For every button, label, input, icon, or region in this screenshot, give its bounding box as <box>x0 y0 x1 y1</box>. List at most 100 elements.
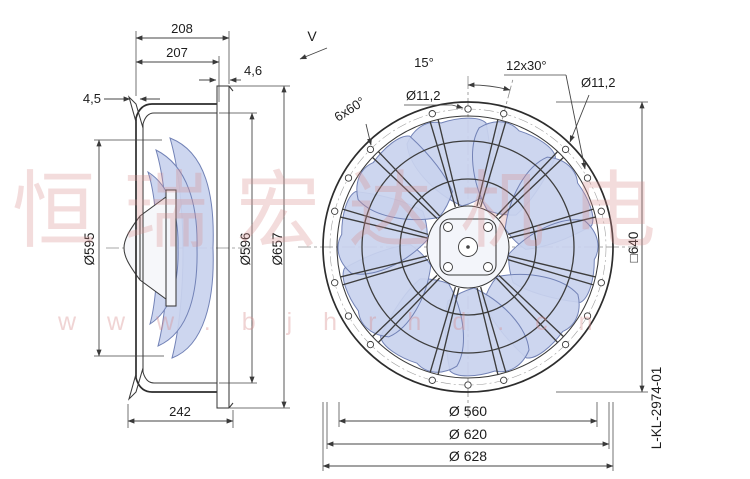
angle-arc-15deg <box>467 82 511 91</box>
dim-dia112-right-label: Ø11,2 <box>581 75 615 90</box>
casing-side <box>127 85 234 409</box>
dim-242-label: 242 <box>169 404 191 419</box>
guard-spoke <box>372 274 438 338</box>
guard-spoke <box>479 286 507 373</box>
drawing-number: L-KL-2974-01 <box>649 367 664 450</box>
dim-628-label: Ø 628 <box>449 448 487 464</box>
watermark-url-text: www.bjhrhd.cn <box>57 308 624 336</box>
hub-front <box>426 205 510 289</box>
flange-bolt-hole <box>597 207 605 215</box>
ext-620 <box>326 402 610 449</box>
dim-596-label: Ø596 <box>238 232 253 265</box>
watermark: 恒瑞宏达机电 www.bjhrhd.cn <box>12 164 684 336</box>
mounting-plate-side <box>216 85 230 409</box>
guard-spoke <box>429 121 457 208</box>
leader-6x60 <box>365 123 373 146</box>
side-view: 208 207 4,6 4,5 Ø595 Ø596 Ø657 242 <box>82 21 290 428</box>
guard-spoke <box>372 156 438 220</box>
dim-6x60-label: 6x60° <box>331 94 367 125</box>
guard-spoke <box>340 216 428 239</box>
hub-plate <box>165 189 177 307</box>
flange-hole-pattern <box>331 105 605 389</box>
flange-bolt-hole <box>464 381 472 389</box>
flange-bolt-hole <box>331 207 339 215</box>
hub-screw-hole <box>483 222 493 232</box>
flange-bolt-hole <box>428 376 436 384</box>
flange-bolt-hole <box>344 312 353 320</box>
dim-560-label: Ø 560 <box>449 403 487 419</box>
guard-spoke <box>377 151 441 217</box>
dim-595-label: Ø595 <box>82 232 97 265</box>
guard-spoke <box>498 156 564 220</box>
guard-spoke <box>479 121 507 208</box>
dim-12x30-label: 12x30° <box>506 58 547 73</box>
guard-spoke <box>495 151 559 217</box>
flange-bolt-hole <box>500 376 508 384</box>
dim-620-label: Ø 620 <box>449 426 487 442</box>
dim-dia112-top-label: Ø11,2 <box>406 88 440 103</box>
flange-bolt-hole <box>561 145 570 154</box>
dim-657-label: Ø657 <box>270 232 285 265</box>
dim-640-label: □640 <box>626 232 641 263</box>
guard-spoke <box>437 287 460 375</box>
dim-46-label: 4,6 <box>244 63 262 78</box>
guard-spoke <box>429 286 457 373</box>
guard-spoke <box>340 255 428 278</box>
guard-spoke <box>498 274 564 338</box>
hub-screw-hole <box>443 222 453 232</box>
inlet-flare-bottom <box>127 367 144 401</box>
flange-bolt-hole <box>366 340 375 349</box>
flange-bolt-hole <box>344 174 353 182</box>
hub-screw-hole <box>443 262 453 272</box>
dim-207-label: 207 <box>166 45 188 60</box>
casing-inner-contour <box>142 112 217 384</box>
leader-12x30 <box>565 74 587 170</box>
hub-screw-hole <box>483 262 493 272</box>
ext-640 <box>556 101 648 393</box>
guard-spoke <box>508 216 596 239</box>
dim-15deg-label: 15° <box>414 55 434 70</box>
side-dimensions: 208 207 4,6 4,5 Ø595 Ø596 Ø657 242 <box>82 21 290 428</box>
ext-657 <box>230 85 290 409</box>
guard-spoke <box>377 277 441 343</box>
guard-spokes <box>340 119 596 375</box>
flange-bolt-hole <box>583 312 592 320</box>
guard-spoke <box>342 208 429 236</box>
dim-208-label: 208 <box>171 21 193 36</box>
ext-595 <box>94 139 164 357</box>
inlet-flare-top <box>127 95 144 129</box>
plate-lips <box>228 85 234 409</box>
guard-spoke <box>342 258 429 286</box>
guard-ring-outer <box>361 140 575 354</box>
view-direction-label: V <box>307 28 317 44</box>
casing-outer-contour <box>135 103 217 393</box>
leader-dia112-top <box>451 103 464 109</box>
motor-hub-side <box>123 189 177 307</box>
flange-bolt-hole <box>366 145 375 154</box>
view-direction-arrow <box>299 47 328 60</box>
flange-bolt-hole <box>583 174 592 182</box>
guard-spoke <box>476 287 499 375</box>
watermark-cn-text: 恒瑞宏达机电 <box>12 164 684 258</box>
flange-inner-circle <box>336 115 600 379</box>
guard-spoke <box>476 119 499 207</box>
guard-spoke <box>437 119 460 207</box>
dim-45-label: 4,5 <box>83 91 101 106</box>
guard-spoke <box>507 258 594 286</box>
hub-center-mark <box>466 245 470 249</box>
guard-spoke <box>507 208 594 236</box>
guard-spoke <box>508 255 596 278</box>
ext-628 <box>322 402 614 471</box>
flange-bolt-hole <box>464 105 472 113</box>
flange-bolt-hole <box>597 279 605 287</box>
guard-ring-inner <box>399 178 537 316</box>
flange-bolt-hole <box>428 110 436 118</box>
flange-bolt-hole <box>500 110 508 118</box>
leader-dia112-right <box>569 94 590 143</box>
flange-bolt-hole <box>561 340 570 349</box>
flange-outer-circle <box>322 101 614 393</box>
hub-square-plate <box>439 218 497 276</box>
ext-208 <box>135 31 230 96</box>
guard-spoke <box>495 277 559 343</box>
